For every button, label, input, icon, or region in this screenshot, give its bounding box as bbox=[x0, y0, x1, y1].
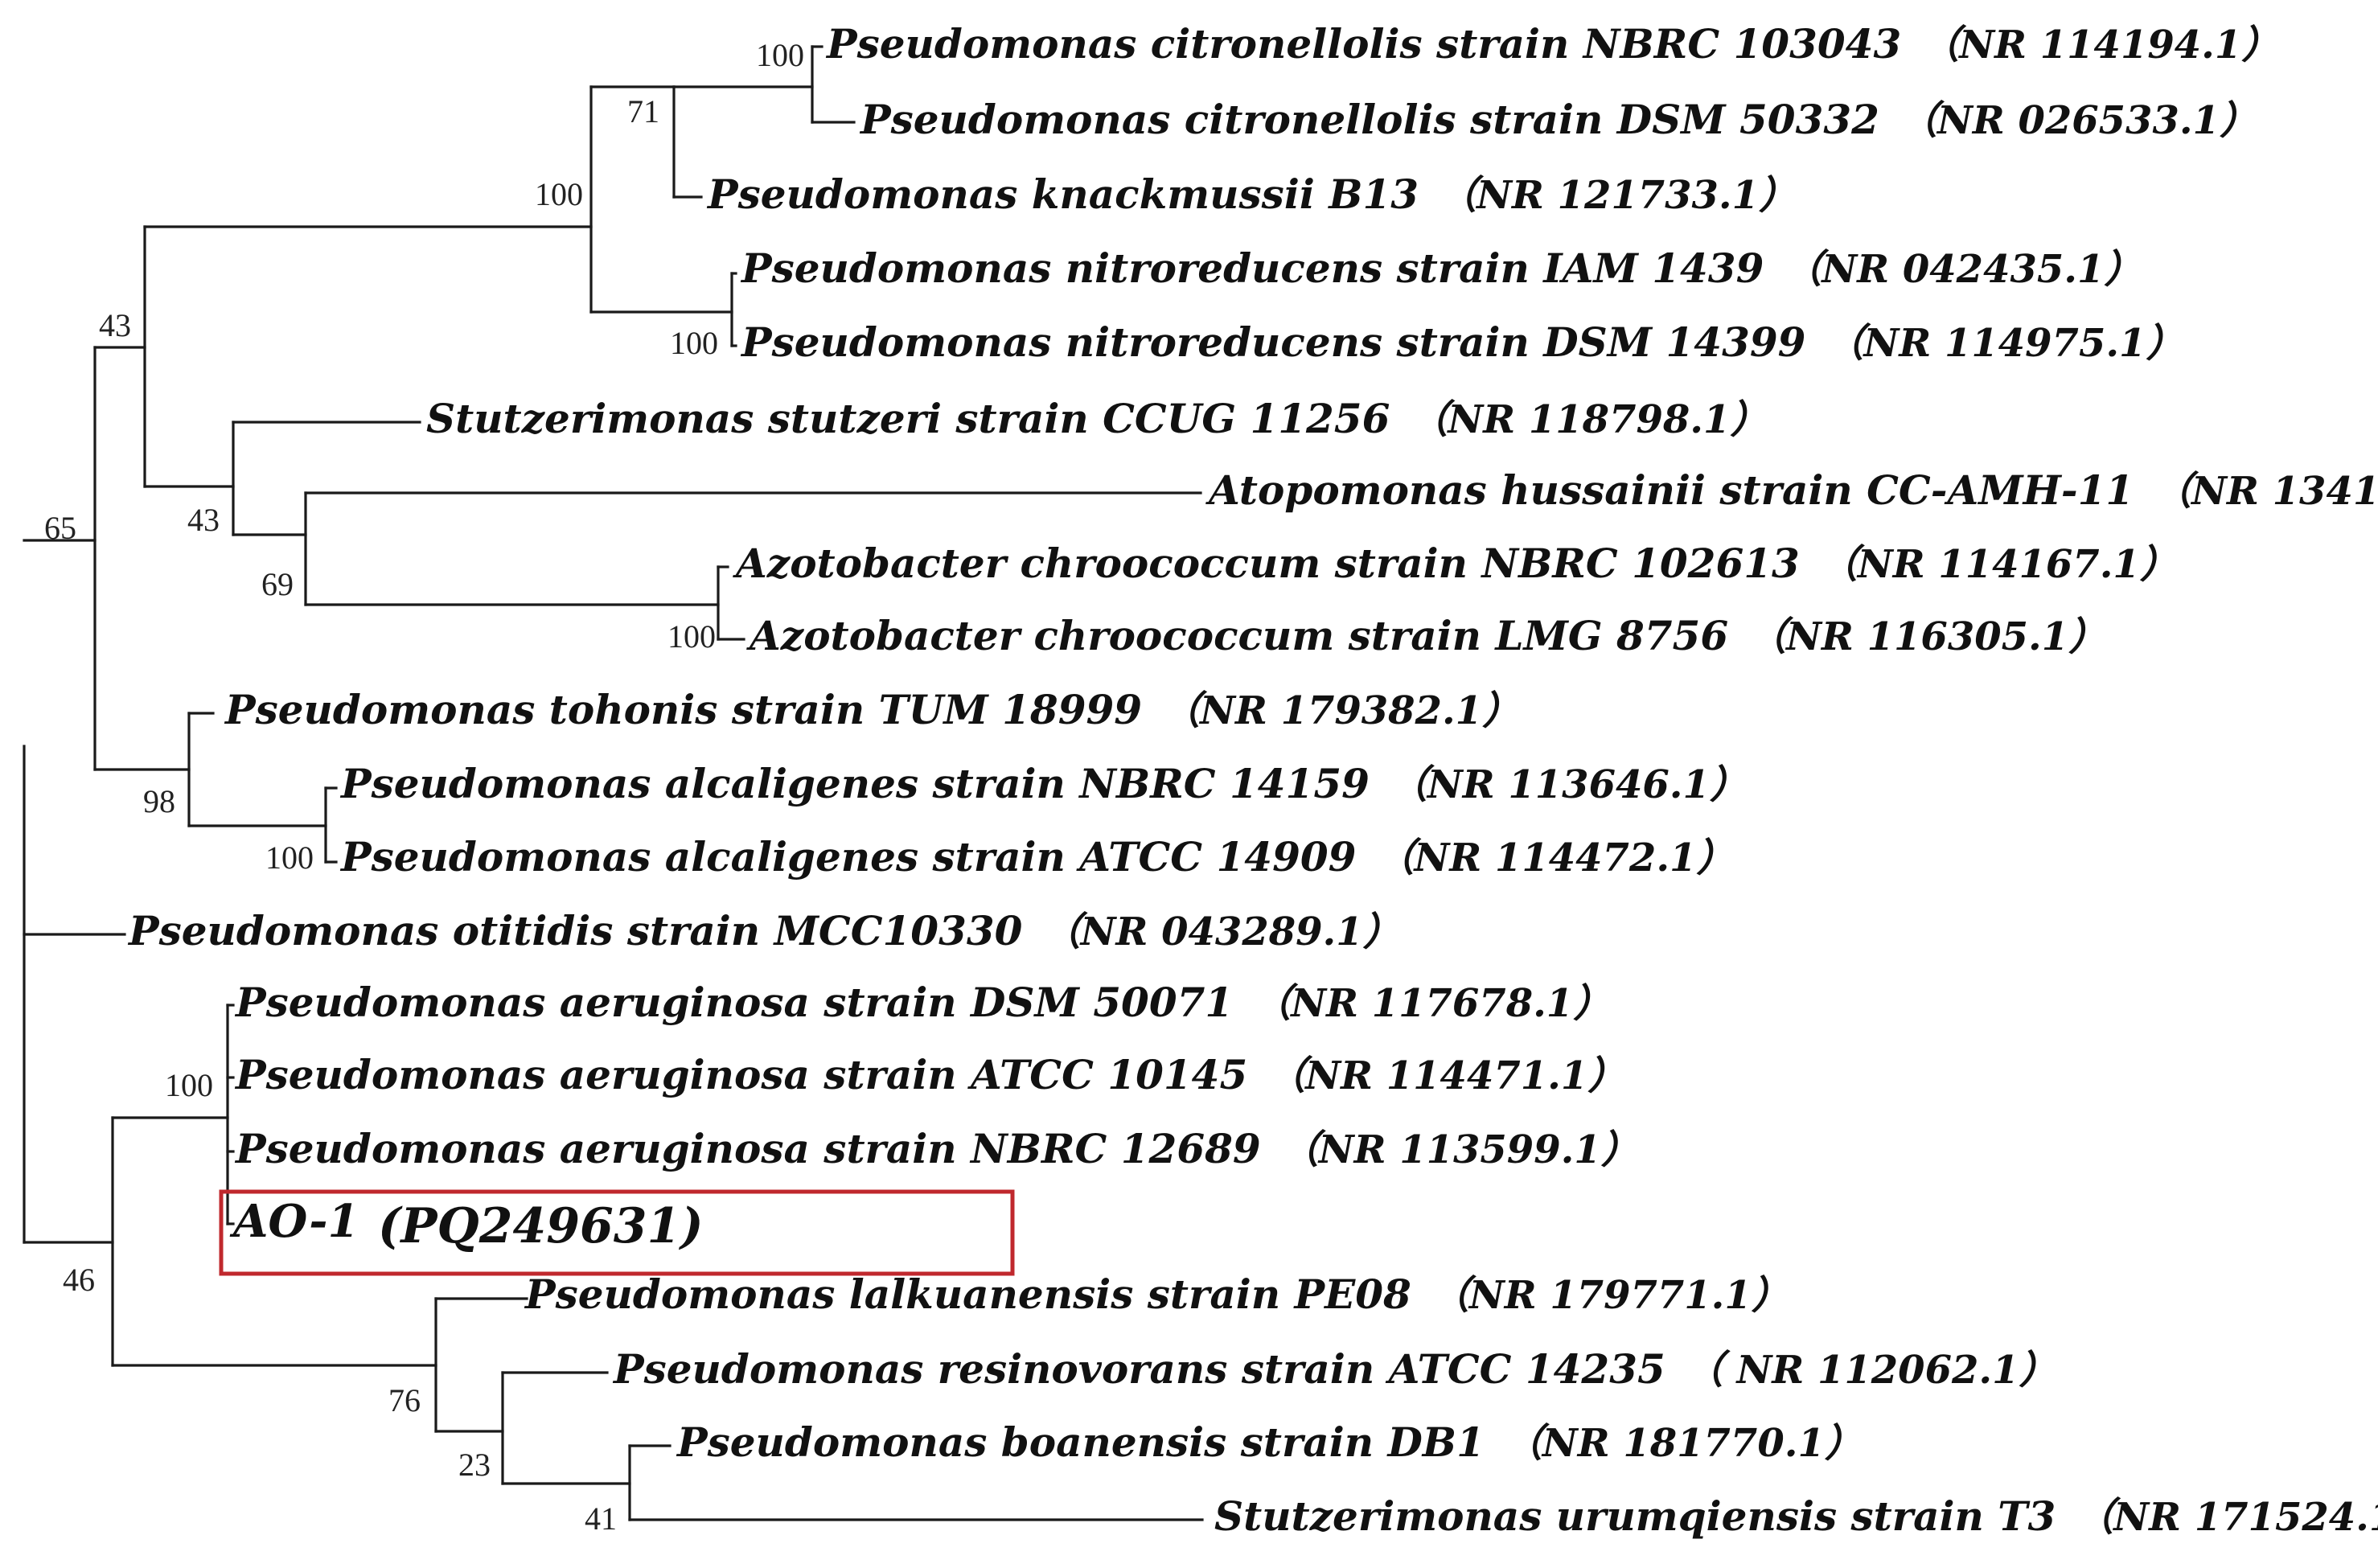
taxon-label: Azotobacter chroococcum strain NBRC 1026… bbox=[733, 540, 1800, 587]
bootstrap-value: 43 bbox=[99, 307, 131, 343]
bootstrap-value: 43 bbox=[187, 502, 220, 538]
taxon-label: Pseudomonas aeruginosa strain NBRC 12689 bbox=[234, 1125, 1261, 1172]
accession-label: （NR 117678.1） bbox=[1252, 981, 1612, 1026]
bootstrap-value: 100 bbox=[667, 618, 716, 655]
accession-label: （ NR 112062.1） bbox=[1685, 1348, 2058, 1393]
highlighted-taxon-label: AO-1 bbox=[229, 1195, 359, 1248]
accession-label: （NR 181770.1） bbox=[1504, 1421, 1863, 1466]
highlighted-accession-label: (PQ249631) bbox=[378, 1198, 704, 1254]
taxon-label: Pseudomonas nitroreducens strain DSM 143… bbox=[740, 318, 1805, 366]
taxon-label: Pseudomonas nitroreducens strain IAM 143… bbox=[740, 244, 1764, 292]
taxon-label: Pseudomonas resinovorans strain ATCC 142… bbox=[612, 1345, 1665, 1393]
bootstrap-value: 98 bbox=[143, 783, 175, 819]
taxon-label: Pseudomonas aeruginosa strain ATCC 10145 bbox=[234, 1051, 1247, 1098]
accession-label: （NR 114167.1） bbox=[1819, 542, 2179, 587]
bootstrap-value: 100 bbox=[535, 176, 583, 212]
bootstrap-value: 100 bbox=[165, 1067, 213, 1103]
taxon-labels: Pseudomonas citronellolis strain NBRC 10… bbox=[127, 20, 2378, 1540]
bootstrap-value: 100 bbox=[670, 325, 718, 361]
accession-label: （NR 179771.1） bbox=[1431, 1273, 1790, 1318]
tree-branches bbox=[23, 45, 1204, 1521]
taxon-label: Pseudomonas lalkuanensis strain PE08 bbox=[524, 1270, 1411, 1318]
accession-label: （NR 114194.1） bbox=[1920, 23, 2280, 68]
bootstrap-value: 23 bbox=[458, 1447, 491, 1483]
taxon-label: Stutzerimonas urumqiensis strain T3 bbox=[1214, 1492, 2056, 1540]
bootstrap-values: 100 71 100 100 43 43 69 100 65 98 100 10… bbox=[44, 37, 804, 1537]
taxon-label: Pseudomonas aeruginosa strain DSM 50071 bbox=[234, 979, 1233, 1026]
accession-label: （NR 114471.1） bbox=[1267, 1053, 1626, 1098]
accession-label: （NR 042435.1） bbox=[1783, 247, 2142, 292]
accession-label: （NR 134139.1） bbox=[2153, 469, 2378, 514]
bootstrap-value: 69 bbox=[261, 566, 294, 602]
taxon-label: Pseudomonas citronellolis strain NBRC 10… bbox=[825, 20, 1901, 68]
taxon-label: Pseudomonas alcaligenes strain NBRC 1415… bbox=[339, 760, 1370, 807]
highlight-box bbox=[219, 1189, 1015, 1276]
bootstrap-value: 76 bbox=[388, 1382, 421, 1418]
bootstrap-value: 65 bbox=[44, 510, 76, 546]
taxon-label: Pseudomonas alcaligenes strain ATCC 1490… bbox=[339, 833, 1356, 880]
taxon-label: Pseudomonas knackmussii B13 bbox=[706, 170, 1419, 218]
bootstrap-value: 41 bbox=[585, 1500, 617, 1537]
accession-label: （NR 043289.1） bbox=[1042, 909, 1402, 954]
accession-label: （NR 179382.1） bbox=[1161, 688, 1521, 733]
accession-label: （NR 116305.1） bbox=[1748, 614, 2107, 659]
taxon-label: Stutzerimonas stutzeri strain CCUG 11256 bbox=[426, 395, 1390, 442]
bootstrap-value: 71 bbox=[627, 93, 659, 129]
bootstrap-value: 46 bbox=[63, 1262, 95, 1298]
accession-label: （NR 113599.1） bbox=[1280, 1127, 1640, 1172]
taxon-label: Pseudomonas citronellolis strain DSM 503… bbox=[859, 96, 1879, 143]
taxon-label: Pseudomonas boanensis strain DB1 bbox=[676, 1418, 1485, 1466]
bootstrap-value: 100 bbox=[265, 839, 314, 876]
taxon-label: Pseudomonas tohonis strain TUM 18999 bbox=[224, 686, 1142, 733]
accession-label: （NR 114975.1） bbox=[1825, 321, 2184, 366]
taxon-label: Pseudomonas otitidis strain MCC10330 bbox=[127, 907, 1023, 954]
bootstrap-value: 100 bbox=[756, 37, 804, 73]
accession-label: （NR 026533.1） bbox=[1899, 98, 2258, 143]
accession-label: （NR 113646.1） bbox=[1389, 762, 1748, 807]
taxon-label: Azotobacter chroococcum strain LMG 8756 bbox=[746, 612, 1728, 659]
accession-label: （NR 171524.1） bbox=[2075, 1495, 2378, 1540]
accession-label: （NR 114472.1） bbox=[1375, 835, 1735, 880]
taxon-label: Atopomonas hussainii strain CC-AMH-11 bbox=[1205, 466, 2134, 514]
accession-label: （NR 121733.1） bbox=[1438, 173, 1797, 218]
accession-label: （NR 118798.1） bbox=[1409, 397, 1768, 442]
